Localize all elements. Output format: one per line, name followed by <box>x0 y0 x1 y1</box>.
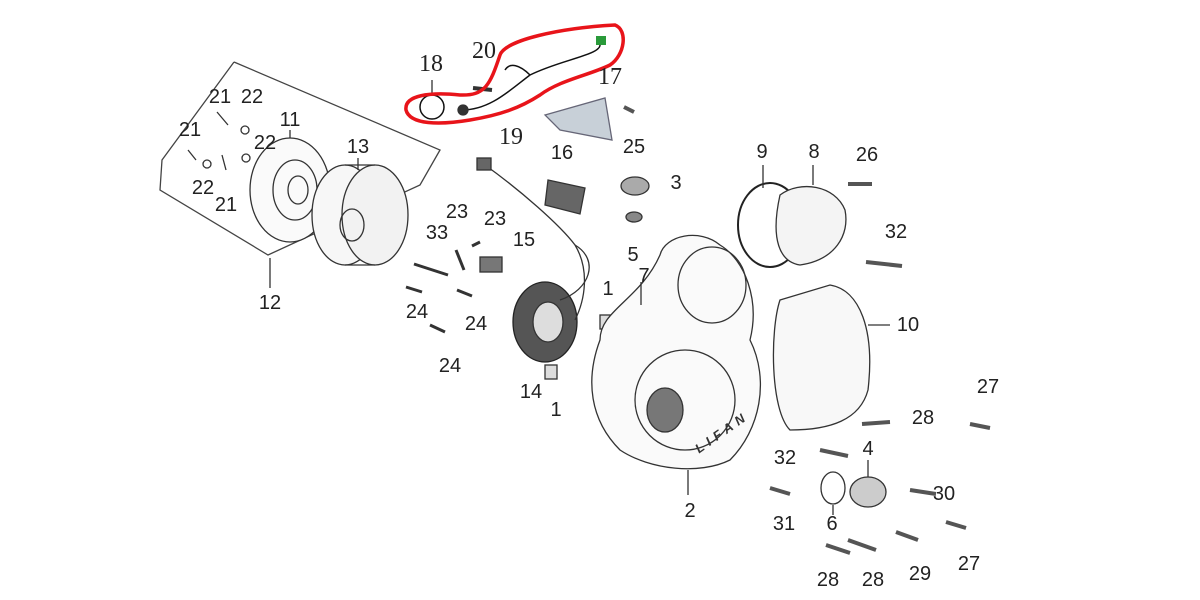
callout-24: 24 <box>464 313 488 335</box>
callout-23: 23 <box>483 208 507 230</box>
callout-21: 21 <box>208 86 232 108</box>
oil-cap-part-3 <box>620 176 650 196</box>
callout-22: 22 <box>253 132 277 154</box>
callout-9: 9 <box>756 141 768 163</box>
callout-8: 8 <box>808 141 820 163</box>
washer-part-5 <box>625 211 643 223</box>
group-bracket <box>159 61 441 256</box>
callout-23: 23 <box>445 201 469 223</box>
bracket-part-17 <box>543 97 613 141</box>
callout-28: 28 <box>816 569 840 591</box>
callout-14: 14 <box>519 381 543 403</box>
callout-24: 24 <box>405 301 429 323</box>
callout-3: 3 <box>670 172 682 194</box>
callout-31: 31 <box>772 513 796 535</box>
callout-29: 29 <box>908 563 932 585</box>
o-ring-part-18 <box>419 94 445 120</box>
callout-10: 10 <box>896 314 920 336</box>
callout-27: 27 <box>957 553 981 575</box>
callout-25: 25 <box>622 136 646 158</box>
callout-33: 33 <box>425 222 449 244</box>
wire-harness-part-19 <box>461 44 601 111</box>
callout-27: 27 <box>976 376 1000 398</box>
crankcase-cover-part-2 <box>591 234 762 495</box>
callout-18: 18 <box>419 51 443 77</box>
callout-19: 19 <box>499 124 523 150</box>
callout-17: 17 <box>598 64 622 90</box>
part-16 <box>544 179 586 215</box>
callout-22: 22 <box>191 177 215 199</box>
callout-32: 32 <box>884 221 908 243</box>
callout-16: 16 <box>550 142 574 164</box>
plug-part-4 <box>849 476 887 508</box>
callout-28: 28 <box>861 569 885 591</box>
callout-4: 4 <box>862 438 874 460</box>
rotor-part-13 <box>311 158 409 266</box>
callout-11: 11 <box>279 109 301 131</box>
callout-21: 21 <box>214 194 238 216</box>
cover-part-8 <box>775 185 847 266</box>
callout-26: 26 <box>855 144 879 166</box>
highlight-outline <box>404 23 625 125</box>
callout-15: 15 <box>512 229 536 251</box>
callout-6: 6 <box>826 513 838 535</box>
bolts-right <box>623 105 991 555</box>
callout-21: 21 <box>178 119 202 141</box>
cover-part-10 <box>772 284 871 431</box>
stator-part-14 <box>476 157 590 363</box>
callout-12: 12 <box>258 292 282 314</box>
callout-5: 5 <box>627 244 639 266</box>
callout-13: 13 <box>346 136 370 158</box>
callout-20: 20 <box>472 38 496 64</box>
callout-28: 28 <box>911 407 935 429</box>
callout-1: 1 <box>550 399 562 421</box>
callout-30: 30 <box>932 483 956 505</box>
washer-part-6 <box>820 471 846 505</box>
callout-1: 1 <box>602 278 614 300</box>
callout-24: 24 <box>438 355 462 377</box>
callout-2: 2 <box>684 500 696 522</box>
small-fasteners <box>187 111 251 171</box>
callout-22: 22 <box>240 86 264 108</box>
bolts-left <box>405 240 481 334</box>
dowel-pin <box>544 364 558 380</box>
callout-32: 32 <box>773 447 797 469</box>
callout-7: 7 <box>638 265 650 287</box>
